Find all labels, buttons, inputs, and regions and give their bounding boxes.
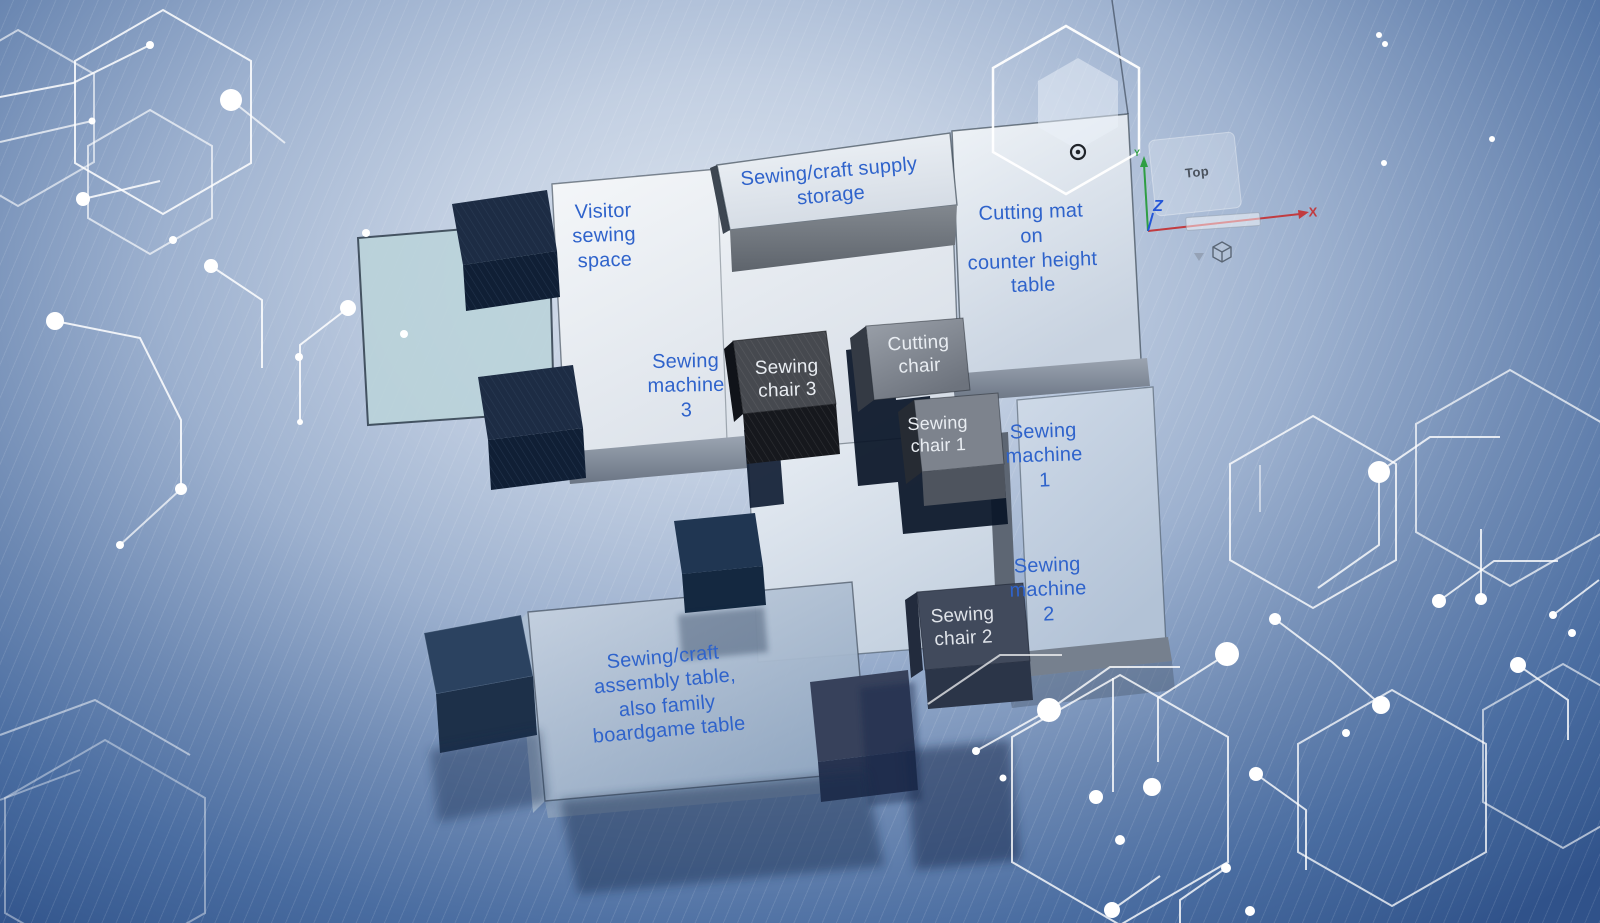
triangle-down-icon[interactable] — [1194, 253, 1204, 261]
navy-cube-mid-left[interactable] — [478, 365, 586, 490]
floor-reflections — [430, 607, 1020, 894]
view-cube-icon[interactable] — [1148, 131, 1242, 217]
navy-cube-top-left[interactable] — [452, 190, 560, 311]
circuit-pattern-left — [0, 8, 349, 923]
axis-z-label: Z — [1153, 198, 1163, 215]
circuit-dots-left — [46, 41, 408, 549]
axis-x-label: X — [1308, 204, 1318, 220]
view-label[interactable]: Top — [1184, 163, 1210, 181]
storage-front-face — [730, 205, 957, 272]
wall-strip-top-right — [952, 358, 1150, 402]
visitor-panel-divider — [716, 167, 728, 442]
circuit-pattern-right — [927, 24, 1600, 923]
wall-strip-under-machine3 — [566, 436, 748, 484]
target-icon[interactable] — [1069, 143, 1087, 161]
circuit-dots-right — [972, 32, 1576, 918]
sewing-chair-1-cube[interactable] — [898, 392, 1006, 506]
navy-cube-table-left[interactable] — [423, 614, 537, 753]
wall-strip-bottom-right-fade — [1006, 661, 1175, 708]
sewing-chair-2-cube[interactable] — [905, 582, 1033, 709]
navy-cube-center-small[interactable] — [674, 513, 766, 613]
axis-readout-box — [1185, 212, 1261, 231]
storage-left-face — [710, 165, 730, 234]
wall-strip-bottom-right — [1000, 637, 1172, 679]
cube-icon[interactable] — [1212, 241, 1232, 263]
axis-y-label: Y — [1133, 148, 1141, 158]
sewing-chair-3-cube[interactable] — [724, 330, 840, 464]
cutting-chair-cube[interactable] — [850, 317, 971, 412]
supply-storage-box[interactable] — [710, 132, 958, 272]
